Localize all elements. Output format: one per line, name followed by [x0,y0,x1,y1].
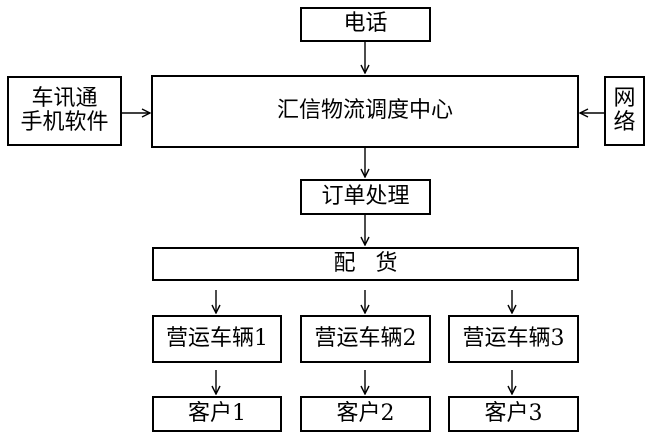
node-phone-label: 电话 [343,11,388,37]
node-order-processing-label: 订单处理 [321,183,410,209]
node-customer-1: 客户1 [152,396,282,432]
node-vehicle-1: 营运车辆1 [152,315,282,363]
node-mobile-app: 车讯通 手机软件 [7,76,122,146]
node-network: 网 络 [604,76,645,146]
node-network-label-line1: 网 [613,85,636,111]
node-customer-3: 客户3 [448,396,579,432]
node-distribution-label: 配货 [333,250,418,276]
node-customer-3-label: 客户3 [484,400,543,426]
node-mobile-app-label-line1: 车讯通 [31,85,98,111]
node-network-label-line2: 络 [613,110,636,135]
node-dispatch-center-label: 汇信物流调度中心 [276,98,453,124]
node-phone: 电话 [300,7,431,42]
node-order-processing: 订单处理 [300,179,431,215]
node-customer-1-label: 客户1 [188,400,246,426]
node-vehicle-1-label: 营运车辆1 [166,325,268,351]
node-distribution: 配货 [152,247,579,281]
node-customer-2-label: 客户2 [336,400,395,426]
node-customer-2: 客户2 [300,396,431,432]
node-vehicle-3-label: 营运车辆3 [462,325,565,351]
node-vehicle-2: 营运车辆2 [300,315,431,363]
node-mobile-app-label-line2: 手机软件 [20,110,109,135]
node-vehicle-3: 营运车辆3 [448,315,579,363]
node-vehicle-2-label: 营运车辆2 [314,325,417,351]
node-dispatch-center: 汇信物流调度中心 [151,75,579,148]
